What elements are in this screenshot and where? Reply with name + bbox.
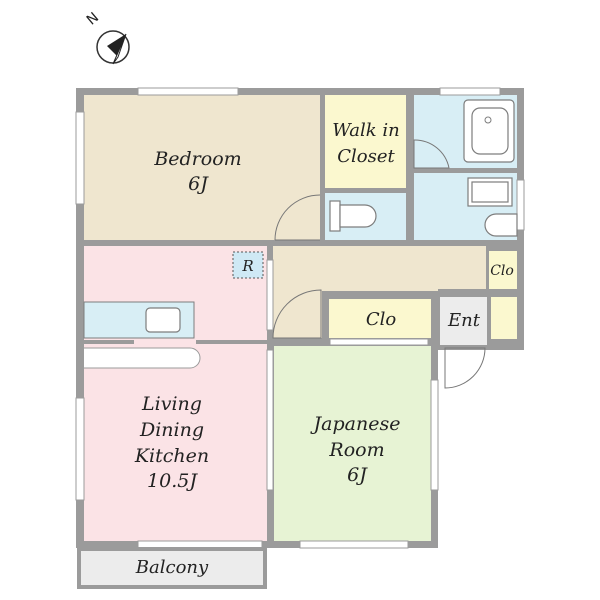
wall-closet-right: [431, 291, 440, 346]
japanese-room-size: 6J: [347, 464, 368, 486]
sliding-door-ldk-japanese: [266, 349, 274, 491]
window-japanese-bottom: [299, 540, 409, 549]
window-ldk-left: [75, 397, 85, 501]
wall-entry-top: [438, 289, 524, 297]
japanese-room-area: [274, 346, 431, 541]
ldk-area: [84, 246, 267, 541]
wall-ldk-mid2: [196, 340, 267, 344]
walk-in-closet-area: [325, 95, 406, 188]
walk-in-closet-line2: Closet: [337, 146, 395, 167]
japanese-room-line1: Japanese: [310, 413, 401, 435]
ldk-line3: Kitchen: [134, 445, 209, 467]
bedroom-size: 6J: [188, 173, 209, 195]
japanese-room-line2: Room: [328, 439, 384, 461]
door-entrance: [444, 347, 486, 389]
ldk-line2: Dining: [139, 419, 204, 441]
wall-closet-right-left: [486, 246, 489, 291]
closet-right-label: Clo: [490, 263, 514, 279]
entrance-label: Ent: [447, 310, 481, 331]
wall-wic-bottom: [325, 188, 406, 193]
wall-wet-bottom: [322, 240, 518, 246]
wall-entry-right: [487, 289, 491, 345]
walk-in-closet-line1: Walk in: [332, 120, 399, 141]
closet-center-label: Clo: [366, 309, 397, 330]
door-ldk-kitchen-gap: [266, 259, 274, 331]
north-label: N: [84, 10, 102, 29]
window-wc-right: [516, 179, 525, 231]
hallway-lower-area: [272, 293, 322, 338]
window-ldk-bottom: [137, 540, 263, 549]
north-arrow-icon: N: [84, 10, 130, 65]
ldk-line1: Living: [141, 393, 202, 415]
wall-bedroom-bottom: [84, 240, 322, 246]
toilet-icon: [329, 200, 377, 232]
bedroom-name: Bedroom: [153, 148, 241, 170]
wall-bedroom-right: [320, 95, 325, 246]
window-bath-top: [439, 87, 501, 96]
window-bedroom-top: [137, 87, 239, 96]
door-hall-lower: [272, 289, 322, 339]
closet-center-area: [329, 299, 431, 338]
sliding-door-japanese-top: [329, 338, 429, 346]
wall-bath-bottom: [414, 168, 517, 173]
kitchen-sink-icon: [145, 307, 181, 333]
window-japanese-right: [430, 379, 439, 491]
closet-right-area: [488, 251, 517, 289]
entrance-area: [440, 297, 487, 345]
washbasin-icon: [467, 177, 518, 237]
balcony-area: [77, 547, 267, 589]
door-bedroom: [274, 194, 321, 241]
refrigerator-label: R: [241, 257, 253, 275]
refrigerator-icon: [232, 251, 264, 279]
balcony-label: Balcony: [135, 557, 209, 578]
bathtub-icon: [463, 99, 515, 163]
wall-closet-left: [322, 293, 329, 341]
counter-peninsula: [84, 347, 201, 369]
door-bath: [413, 139, 450, 169]
hallway-area: [272, 246, 488, 293]
closet-right-lower-area: [491, 297, 517, 339]
wall-ldk-mid: [84, 340, 134, 344]
ldk-size: 10.5J: [147, 470, 198, 492]
window-bedroom-left: [75, 111, 85, 205]
wall-closet-top: [322, 291, 438, 299]
